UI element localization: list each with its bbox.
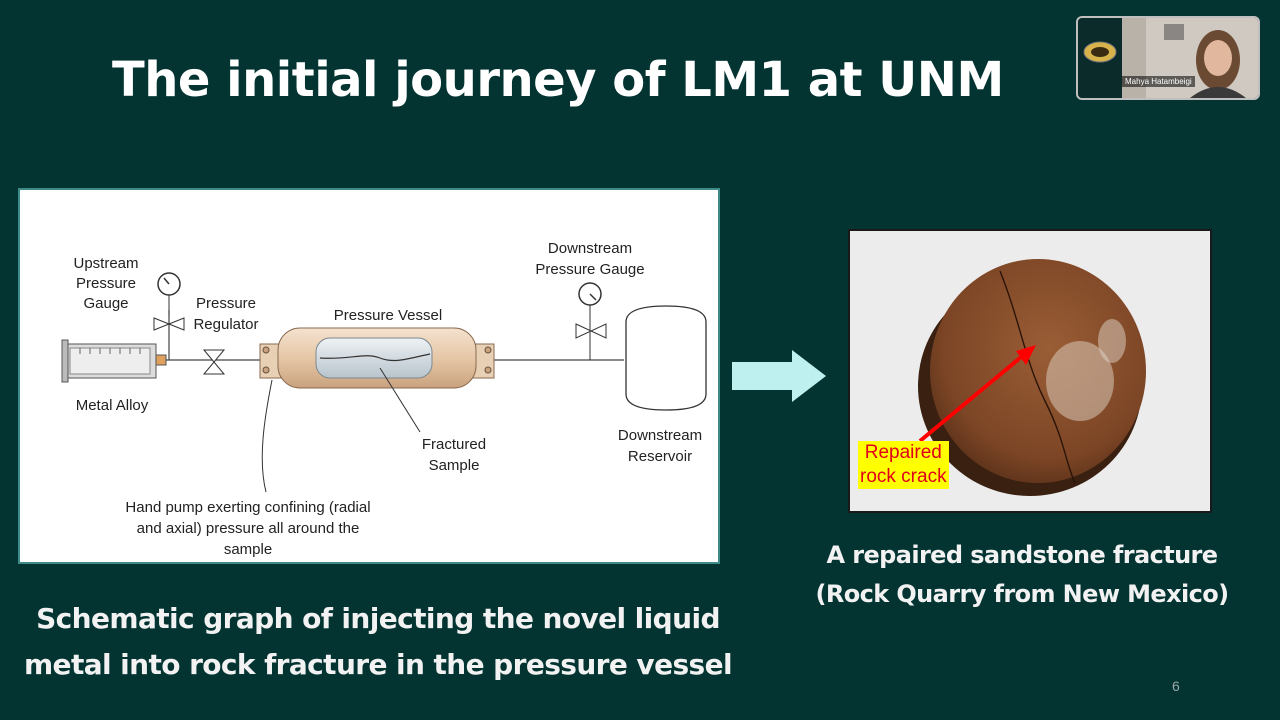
downstream-reservoir: [625, 305, 707, 411]
label-upstream-3: Gauge: [83, 295, 128, 312]
repaired-crack-annotation: Repaired rock crack: [858, 441, 949, 489]
metal-alloy-syringe: [61, 339, 167, 383]
label-hand-pump-2: and axial) pressure all around the: [137, 520, 360, 537]
label-fractured-1: Fractured: [422, 436, 486, 453]
label-regulator-2: Regulator: [193, 316, 258, 333]
label-hand-pump-3: sample: [224, 541, 272, 558]
schematic-caption-line-2: metal into rock fracture in the pressure…: [23, 648, 733, 681]
video-participant-tile[interactable]: Mahya Hatambeigi: [1076, 16, 1260, 100]
label-downstream-gauge-2: Pressure Gauge: [535, 261, 644, 278]
pressure-vessel: [259, 327, 495, 389]
schematic-caption: Schematic graph of injecting the novel l…: [18, 596, 738, 688]
label-downstream-gauge-1: Downstream: [548, 240, 632, 257]
label-reservoir-2: Reservoir: [628, 448, 692, 465]
annotation-line-1: Repaired: [864, 442, 942, 463]
rock-photo: Repaired rock crack: [848, 229, 1212, 513]
label-regulator-1: Pressure: [196, 295, 256, 312]
regulator-valve-icon: [202, 349, 226, 375]
annotation-line-2: rock crack: [860, 466, 947, 487]
schematic-diagram: Upstream Pressure Gauge Pressure Regulat…: [18, 188, 720, 564]
label-upstream-2: Pressure: [76, 275, 136, 292]
page-number: 6: [1172, 678, 1180, 694]
upstream-gauge-icon: [153, 272, 185, 331]
photo-caption: A repaired sandstone fracture (Rock Quar…: [800, 536, 1244, 614]
participant-video-feed: [1078, 18, 1258, 98]
schematic-drawing: Upstream Pressure Gauge Pressure Regulat…: [61, 240, 707, 558]
schematic-caption-line-1: Schematic graph of injecting the novel l…: [36, 602, 720, 635]
label-vessel: Pressure Vessel: [334, 307, 442, 324]
label-upstream-1: Upstream: [73, 255, 138, 272]
downstream-gauge-icon: [575, 282, 607, 360]
label-reservoir-1: Downstream: [618, 427, 702, 444]
label-hand-pump-1: Hand pump exerting confining (radial: [125, 499, 370, 516]
right-arrow-icon: [732, 350, 826, 402]
photo-caption-line-1: A repaired sandstone fracture: [826, 541, 1219, 569]
label-fractured-2: Sample: [429, 457, 480, 474]
slide-title: The initial journey of LM1 at UNM: [112, 52, 1004, 108]
photo-caption-line-2: (Rock Quarry from New Mexico): [815, 580, 1229, 608]
label-metal-alloy: Metal Alloy: [76, 397, 149, 414]
participant-name: Mahya Hatambeigi: [1122, 76, 1195, 87]
